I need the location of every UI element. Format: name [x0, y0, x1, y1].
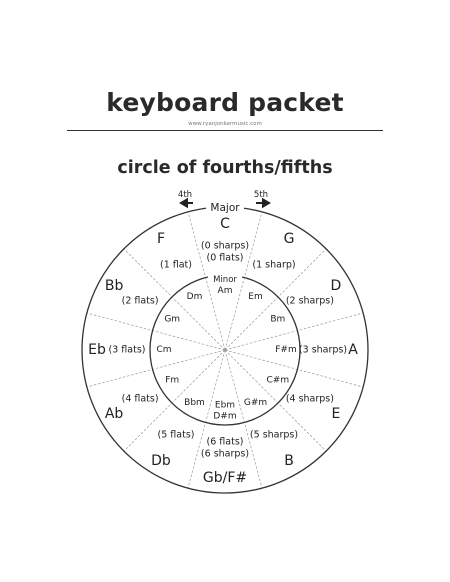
section-title: circle of fourths/fifths [117, 158, 333, 178]
fourth-label: 4th [178, 190, 192, 200]
major-label-bg [206, 200, 244, 213]
minor-key-label: Fm [165, 376, 179, 386]
segment-divider [86, 349, 226, 388]
major-key-label: Bb [105, 278, 124, 294]
key-signature-label: (0 flats) [207, 253, 244, 264]
segment-divider [224, 349, 364, 388]
key-signature-label: (5 sharps) [250, 429, 298, 440]
segment-divider [187, 211, 226, 351]
major-key-label: Eb [88, 342, 106, 358]
major-key-label: Db [151, 453, 171, 469]
minor-key-label: Bm [270, 315, 285, 325]
major-key-label: F [157, 231, 165, 247]
segment-divider [224, 349, 327, 452]
minor-key-label: Ebm [215, 401, 235, 411]
minor-key-label: Cm [156, 345, 171, 355]
minor-key-label: G#m [244, 398, 267, 408]
segment-divider [86, 312, 226, 351]
major-key-label: Gb/F# [203, 470, 247, 486]
key-signature-label: (2 sharps) [286, 296, 334, 307]
minor-key-label: Em [248, 292, 262, 302]
major-key-label: E [331, 406, 340, 422]
minor-key-label: Bbm [184, 398, 205, 408]
major-key-label: D [331, 278, 342, 294]
minor-key-label: F#m [275, 345, 297, 355]
minor-label: Minor [213, 275, 237, 285]
segment-divider [224, 312, 364, 351]
arrow-left-icon [179, 197, 193, 209]
arrow-right-icon [256, 197, 271, 209]
minor-key-label: Gm [164, 315, 180, 325]
key-signature-label: (1 sharp) [252, 260, 295, 271]
key-signature-label: (0 sharps) [201, 241, 249, 252]
major-key-label: C [220, 216, 230, 232]
major-key-label: B [284, 453, 294, 469]
key-signature-label: (6 sharps) [201, 449, 249, 460]
page-url: www.ryanjonkermusic.com [188, 121, 262, 127]
segment-divider [123, 248, 226, 351]
segment-lines [86, 211, 364, 489]
key-signature-label: (4 sharps) [286, 394, 334, 405]
key-signature-label: (3 flats) [109, 345, 146, 356]
minor-key-label: D#m [213, 412, 236, 422]
major-key-label: A [348, 342, 358, 358]
segment-divider [224, 248, 327, 351]
fifth-label: 5th [254, 190, 268, 200]
key-signature-label: (5 flats) [158, 429, 195, 440]
segment-divider [224, 349, 263, 489]
major-key-label: G [284, 231, 295, 247]
segment-divider [187, 349, 226, 489]
key-signature-label: (2 flats) [122, 296, 159, 307]
major-key-label: Ab [105, 406, 124, 422]
key-signature-label: (3 sharps) [299, 345, 347, 356]
minor-key-label: C#m [267, 376, 290, 386]
key-signature-label: (6 flats) [207, 437, 244, 448]
key-signature-label: (1 flat) [160, 260, 192, 271]
segment-divider [123, 349, 226, 452]
page-title: keyboard packet [106, 88, 344, 117]
segment-divider [224, 211, 263, 351]
key-labels: C (0 sharps)(0 flats) Am G (1 sharp) Em D (2 sh… [88, 216, 358, 486]
direction-arrows: 4th 5th [178, 190, 271, 209]
minor-key-label: Dm [187, 292, 203, 302]
title-divider [67, 130, 383, 131]
key-signature-label: (4 flats) [122, 394, 159, 405]
major-label: Major [210, 202, 240, 214]
minor-key-label: Am [218, 286, 233, 296]
minor-label-bg [208, 273, 242, 284]
